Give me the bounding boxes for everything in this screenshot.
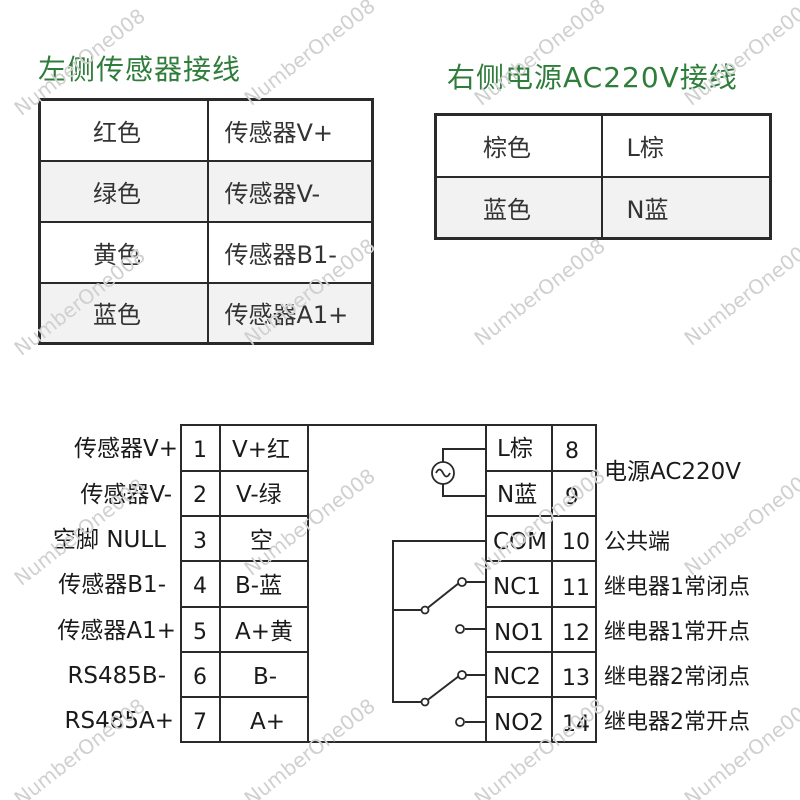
terminal-number: 1 xyxy=(193,438,207,463)
wire-function: 传感器V+ xyxy=(206,98,374,162)
terminal-pin-label: 空 xyxy=(250,528,273,554)
relay1-no-label: 继电器1常开点 xyxy=(604,620,750,645)
wire-function: 传感器V- xyxy=(206,159,374,223)
terminal-pin-label: V-绿 xyxy=(236,482,282,508)
terminal-number: 12 xyxy=(562,621,590,646)
terminal-number: 13 xyxy=(562,666,590,691)
terminal-label-6: RS485B- xyxy=(67,663,166,689)
power-supply-label: 电源AC220V xyxy=(604,459,742,485)
wire-color: 蓝色 xyxy=(434,175,603,240)
terminal-number: 4 xyxy=(193,574,207,599)
relay2-no-dot xyxy=(455,717,465,727)
relay1-nc-label: 继电器1常闭点 xyxy=(604,575,750,600)
wire-color: 绿色 xyxy=(38,159,209,223)
terminal-pin-label: L棕 xyxy=(497,436,533,462)
terminal-pin-label: B- xyxy=(253,664,278,690)
terminal-number: 5 xyxy=(193,620,207,645)
table-row: 红色传感器V+ xyxy=(38,98,374,162)
left-section-title: 左侧传感器接线 xyxy=(38,53,242,86)
wire-color: 棕色 xyxy=(434,113,603,178)
terminal-number: 2 xyxy=(193,483,207,508)
relay2-no-label: 继电器2常开点 xyxy=(604,710,750,735)
terminal-pin-label: NC2 xyxy=(493,664,541,690)
table-row: 蓝色传感器A1+ xyxy=(38,281,374,345)
wire-function: 传感器B1- xyxy=(206,220,374,284)
wire-function: 传感器A1+ xyxy=(206,281,374,345)
terminal-number: 6 xyxy=(193,665,207,690)
relay1-common-dot xyxy=(420,605,430,615)
sensor-wiring-table: 红色传感器V+ 绿色传感器V- 黄色传感器B1- 蓝色传感器A1+ xyxy=(38,98,374,345)
terminal-number: 10 xyxy=(562,530,590,555)
relay2-common-dot xyxy=(420,697,430,707)
table-row: 绿色传感器V- xyxy=(38,159,374,223)
relay2-nc-dot xyxy=(457,670,467,680)
wire-color: 红色 xyxy=(38,98,209,162)
right-section-title: 右侧电源AC220V接线 xyxy=(447,61,738,94)
wire-function: L棕 xyxy=(600,113,772,178)
terminal-number: 9 xyxy=(565,485,579,510)
terminal-label-7: RS485A+ xyxy=(64,708,175,734)
terminal-number: 3 xyxy=(193,529,207,554)
left-terminal-block xyxy=(180,424,309,743)
terminal-pin-label: NO1 xyxy=(494,620,544,646)
wire-color: 蓝色 xyxy=(38,281,209,345)
terminal-label-2: 传感器V- xyxy=(80,482,172,508)
wire-function: N蓝 xyxy=(600,175,772,240)
terminal-number: 11 xyxy=(562,576,590,601)
terminal-pin-label: V+红 xyxy=(232,437,291,463)
terminal-number: 8 xyxy=(565,439,579,464)
table-row: 黄色传感器B1- xyxy=(38,220,374,284)
com-label: 公共端 xyxy=(604,530,671,555)
terminal-label-4: 传感器B1- xyxy=(58,572,166,598)
terminal-label-3: 空脚 NULL xyxy=(53,527,166,553)
terminal-number: 14 xyxy=(562,712,590,737)
terminal-pin-label: A+ xyxy=(250,709,286,735)
wire-color: 黄色 xyxy=(38,220,209,284)
ac-source-icon xyxy=(431,461,455,485)
terminal-pin-label: N蓝 xyxy=(497,482,538,508)
terminal-label-5: 传感器A1+ xyxy=(57,618,176,644)
terminal-number: 7 xyxy=(193,710,207,735)
terminal-pin-label: B-蓝 xyxy=(235,573,283,599)
relay1-nc-dot xyxy=(457,577,467,587)
relay2-nc-label: 继电器2常闭点 xyxy=(604,665,750,690)
relay1-no-dot xyxy=(455,624,465,634)
terminal-label-1: 传感器V+ xyxy=(73,436,178,462)
terminal-pin-label: NC1 xyxy=(493,574,541,600)
right-terminal-block xyxy=(485,424,597,743)
terminal-pin-label: NO2 xyxy=(494,710,544,736)
terminal-pin-label: COM xyxy=(493,529,548,555)
terminal-pin-label: A+黄 xyxy=(235,619,294,645)
